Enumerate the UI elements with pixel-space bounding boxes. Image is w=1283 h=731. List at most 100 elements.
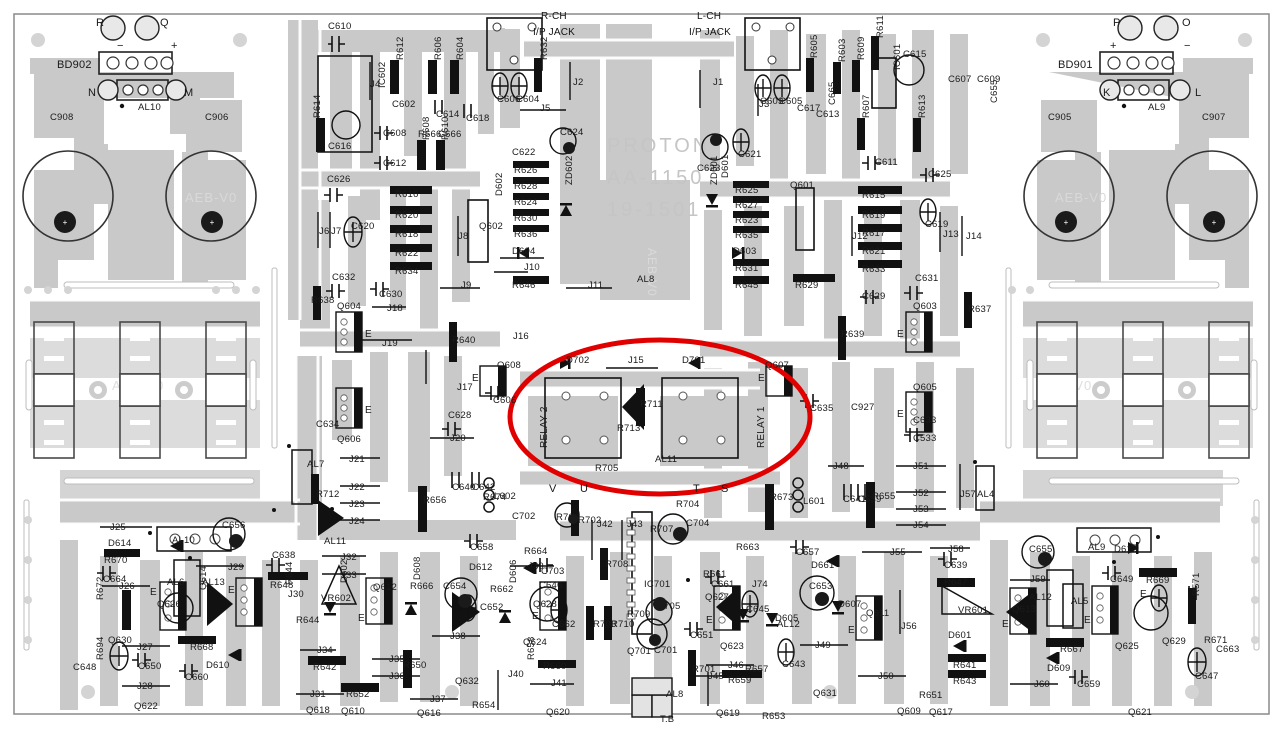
designator-r613-v12: R613	[917, 94, 928, 118]
designator-j45-205: J45	[708, 671, 724, 682]
terminal-r-0: R	[96, 17, 105, 29]
designator-c927-223: C927	[851, 402, 875, 413]
designator-r702-193: R702	[578, 515, 602, 526]
designator-q622-96: Q622	[134, 701, 159, 712]
designator-j48-72: J48	[833, 461, 849, 472]
relay-1-outline	[661, 377, 739, 459]
designator-al7-189: AL7	[307, 459, 325, 470]
designator-c630-13: C630	[379, 289, 403, 300]
designator-q603-54: Q603	[913, 301, 938, 312]
designator-j31-100: J31	[310, 689, 326, 700]
designator-r611-v10: R611	[875, 15, 886, 38]
designator-j42-194: J42	[597, 519, 613, 530]
designator-r658-v25: R658	[526, 636, 537, 660]
designator-r711-231: R711	[640, 399, 663, 410]
emitter-mark-0: E	[365, 329, 372, 340]
designator-r707-196: R707	[650, 524, 674, 535]
diode-symbols	[170, 194, 1139, 664]
designator-r655-148: R655	[872, 491, 896, 502]
designator-j35-108: J35	[389, 654, 405, 665]
emitter-mark-13: E	[228, 585, 235, 596]
bridge-bd902: BD902	[57, 59, 92, 71]
designator-j8-240: J8	[458, 231, 469, 242]
designator-q626-184: Q626	[157, 599, 182, 610]
designator-d701-69: D701	[682, 355, 706, 366]
designator-r701-204: R701	[692, 664, 716, 675]
designator-r656-214: R656	[423, 495, 447, 506]
designator-r628-22: R628	[514, 181, 538, 192]
designator-d602-v15: D602	[494, 172, 505, 196]
designator-j15-70: J15	[628, 355, 644, 366]
designator-c645-209: C645	[746, 604, 770, 615]
designator-r633-44: R633	[862, 264, 886, 275]
designator-r612-v0: R612	[395, 36, 406, 60]
designator-r630-24: R630	[514, 213, 538, 224]
designator-c662-122: C662	[552, 619, 576, 630]
designator-c638-89: C638	[272, 550, 296, 561]
designator-r652-104: R652	[346, 689, 370, 700]
designator-j2-235: J2	[573, 77, 584, 88]
designator-q608-64: Q608	[497, 360, 522, 371]
designator-j26-85: J26	[119, 581, 135, 592]
emitter-mark-10: E	[1002, 619, 1009, 630]
relay-2-outline	[544, 377, 622, 459]
designator-r664-120: R664	[524, 546, 548, 557]
designator-c611-48: C611	[875, 157, 898, 168]
designator-r674-213: R674	[483, 492, 507, 503]
terminal-o-5: O	[1182, 17, 1191, 29]
jumper-wires	[100, 62, 1058, 710]
terminal-m-3: M	[184, 87, 194, 99]
designator-al8-31: AL8	[637, 274, 655, 285]
r-ch-input-jack-line1: R-CH	[541, 11, 567, 22]
designator-r631-37: R631	[735, 263, 759, 274]
mounting-holes	[24, 33, 1259, 699]
designator-j22-59: J22	[349, 482, 365, 493]
designator-r710-199: R710	[611, 619, 635, 630]
designator-j56-161: J56	[901, 621, 917, 632]
designator-r627-33: R627	[735, 200, 759, 211]
designator-q614-v21: Q614	[198, 565, 209, 590]
designator-r712-190: R712	[316, 489, 340, 500]
emitter-mark-3: E	[897, 409, 904, 420]
designator-zd602-v16: ZD602	[564, 155, 575, 185]
svg-text:+: +	[210, 218, 215, 227]
q601-outline	[795, 187, 815, 251]
designator-j74-144: J74	[752, 579, 768, 590]
designator-c623-49: C623	[697, 163, 721, 174]
designator-j4-236: J4	[370, 79, 381, 90]
designator-c657-145: C657	[796, 547, 820, 558]
terminal-polarity-11: −	[1184, 40, 1191, 52]
board-slots	[23, 267, 1260, 651]
designator-r624-23: R624	[514, 197, 538, 208]
designator-r632-v6: R632	[539, 36, 550, 60]
designator-q701-131: Q701	[627, 646, 652, 657]
terminal-pads-left	[97, 15, 187, 101]
designator-q602-51: Q602	[479, 221, 504, 232]
designator-al9-5: AL9	[1148, 102, 1166, 113]
designator-j59-170: J59	[1030, 574, 1046, 585]
emitter-mark-14: E	[1140, 589, 1147, 600]
designator-r638-226: R638	[311, 295, 335, 306]
designator-q613-164: Q613	[1012, 604, 1037, 615]
designator-j21-58: J21	[349, 454, 365, 465]
rch-jack-footprint	[486, 17, 543, 71]
emitter-mark-2: E	[897, 329, 904, 340]
designator-r650-188: R650	[403, 660, 427, 671]
tb-terminal-block	[631, 677, 673, 718]
terminal-s-15: S	[721, 483, 729, 495]
designator-j60-168: J60	[1034, 679, 1050, 690]
designator-c607-257: C607	[948, 74, 972, 85]
designator-r708-200: R708	[605, 559, 629, 570]
designator-j34-102: J34	[317, 645, 333, 656]
designator-r639-222: R639	[841, 329, 865, 340]
terminal-l-7: L	[1195, 87, 1202, 99]
c616-cap	[331, 110, 361, 140]
designator-c648-261: C648	[73, 662, 97, 673]
ic601-outline	[871, 57, 897, 109]
designator-ic601-v13: IC601	[892, 43, 903, 70]
designator-j41-125: J41	[551, 678, 567, 689]
designator-j54-76: J54	[913, 520, 929, 531]
designator-q616-111: Q616	[417, 708, 442, 719]
designator-r706-192: R706	[556, 512, 580, 523]
